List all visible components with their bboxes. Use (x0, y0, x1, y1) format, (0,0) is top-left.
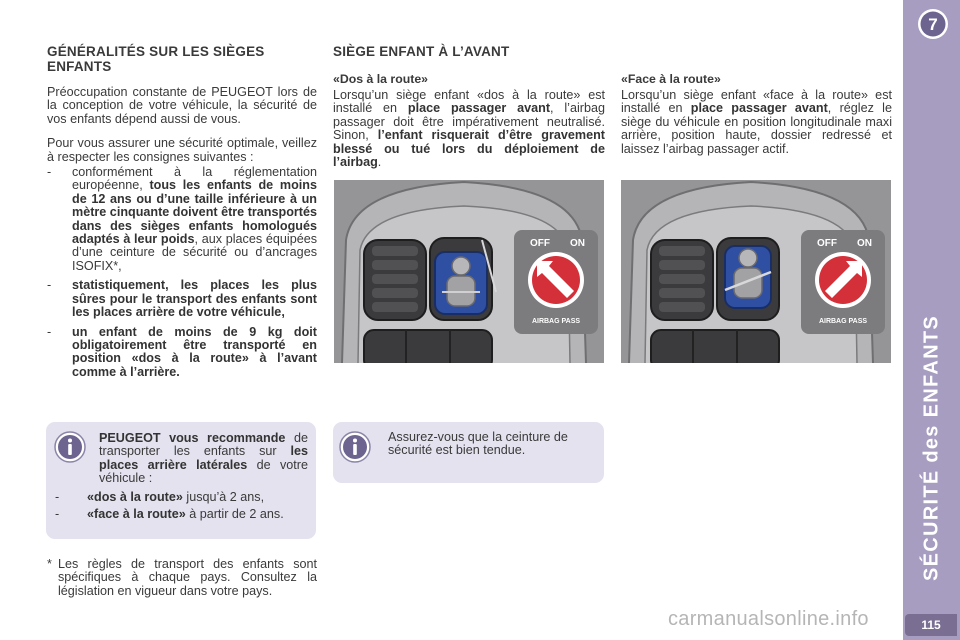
rear-facing-text: Lorsqu’un siège enfant «dos à la route» … (333, 88, 605, 170)
general-section: GÉNÉRALITÉS SUR LES SIÈGES ENFANTS Préoc… (47, 44, 317, 385)
forward-facing-section: «Face à la route» Lorsqu’un siège enfant… (621, 72, 892, 156)
watermark: carmanualsonline.info (668, 608, 869, 630)
list-item: -conformément à la réglementation europé… (47, 165, 318, 273)
info-icon (54, 431, 86, 463)
car-top-view-rear-facing: OFF ON AIRBAG PASS (341, 180, 598, 363)
switch-off-label: OFF (817, 238, 837, 249)
forward-facing-heading: «Face à la route» (621, 72, 721, 86)
forward-facing-illustration: OFF ON AIRBAG PASS (621, 180, 891, 363)
chapter-title: SÉCURITÉ des ENFANTS (920, 314, 943, 582)
list-item: -«dos à la route» jusqu’à 2 ans, (55, 489, 265, 504)
rear-facing-illustration: OFF ON AIRBAG PASS (334, 180, 604, 363)
recommendation-text: PEUGEOT vous recommande de transporter l… (99, 431, 308, 486)
list-item: -un enfant de moins de 9 kg doit obligat… (47, 324, 317, 379)
forward-facing-text: Lorsqu’un siège enfant «face à la route»… (621, 88, 892, 156)
page-number: 115 (905, 614, 957, 636)
seatbelt-text: Assurez-vous que la ceinture de sécurité… (388, 430, 568, 458)
general-instructions: Pour vous assurer une sécurité optimale,… (47, 136, 317, 164)
seatbelt-info-box: Assurez-vous que la ceinture de sécurité… (333, 422, 604, 483)
chapter-badge-icon: 7 (918, 9, 948, 39)
info-icon (339, 431, 371, 463)
instructions-list: -conformément à la réglementation europé… (47, 165, 318, 379)
list-item: -statistiquement, les places les plus sû… (47, 278, 317, 320)
chapter-sidebar (903, 0, 960, 640)
arrow-off-icon (537, 261, 574, 298)
chapter-number: 7 (928, 15, 937, 34)
airbag-pass-label: AIRBAG PASS (532, 318, 580, 325)
general-heading: GÉNÉRALITÉS SUR LES SIÈGES ENFANTS (47, 44, 265, 74)
recommendation-list: -«dos à la route» jusqu’à 2 ans, -«face … (55, 489, 308, 522)
recommendation-info-box: PEUGEOT vous recommande de transporter l… (46, 422, 316, 539)
list-item: -«face à la route» à partir de 2 ans. (55, 507, 284, 522)
general-intro: Préoccupation constante de PEUGEOT lors … (47, 85, 317, 126)
switch-off-label: OFF (530, 238, 550, 249)
switch-on-label: ON (857, 238, 872, 249)
front-seat-section: SIÈGE ENFANT À L’AVANT «Dos à la route» … (333, 44, 605, 169)
front-seat-heading: SIÈGE ENFANT À L’AVANT (333, 44, 510, 59)
car-top-view-forward-facing: OFF ON AIRBAG PASS (628, 180, 885, 363)
arrow-on-icon (825, 261, 862, 298)
footnote: * Les règles de transport des enfants so… (47, 557, 317, 598)
rear-facing-heading: «Dos à la route» (333, 72, 428, 86)
switch-on-label: ON (570, 238, 585, 249)
airbag-pass-label: AIRBAG PASS (819, 318, 867, 325)
